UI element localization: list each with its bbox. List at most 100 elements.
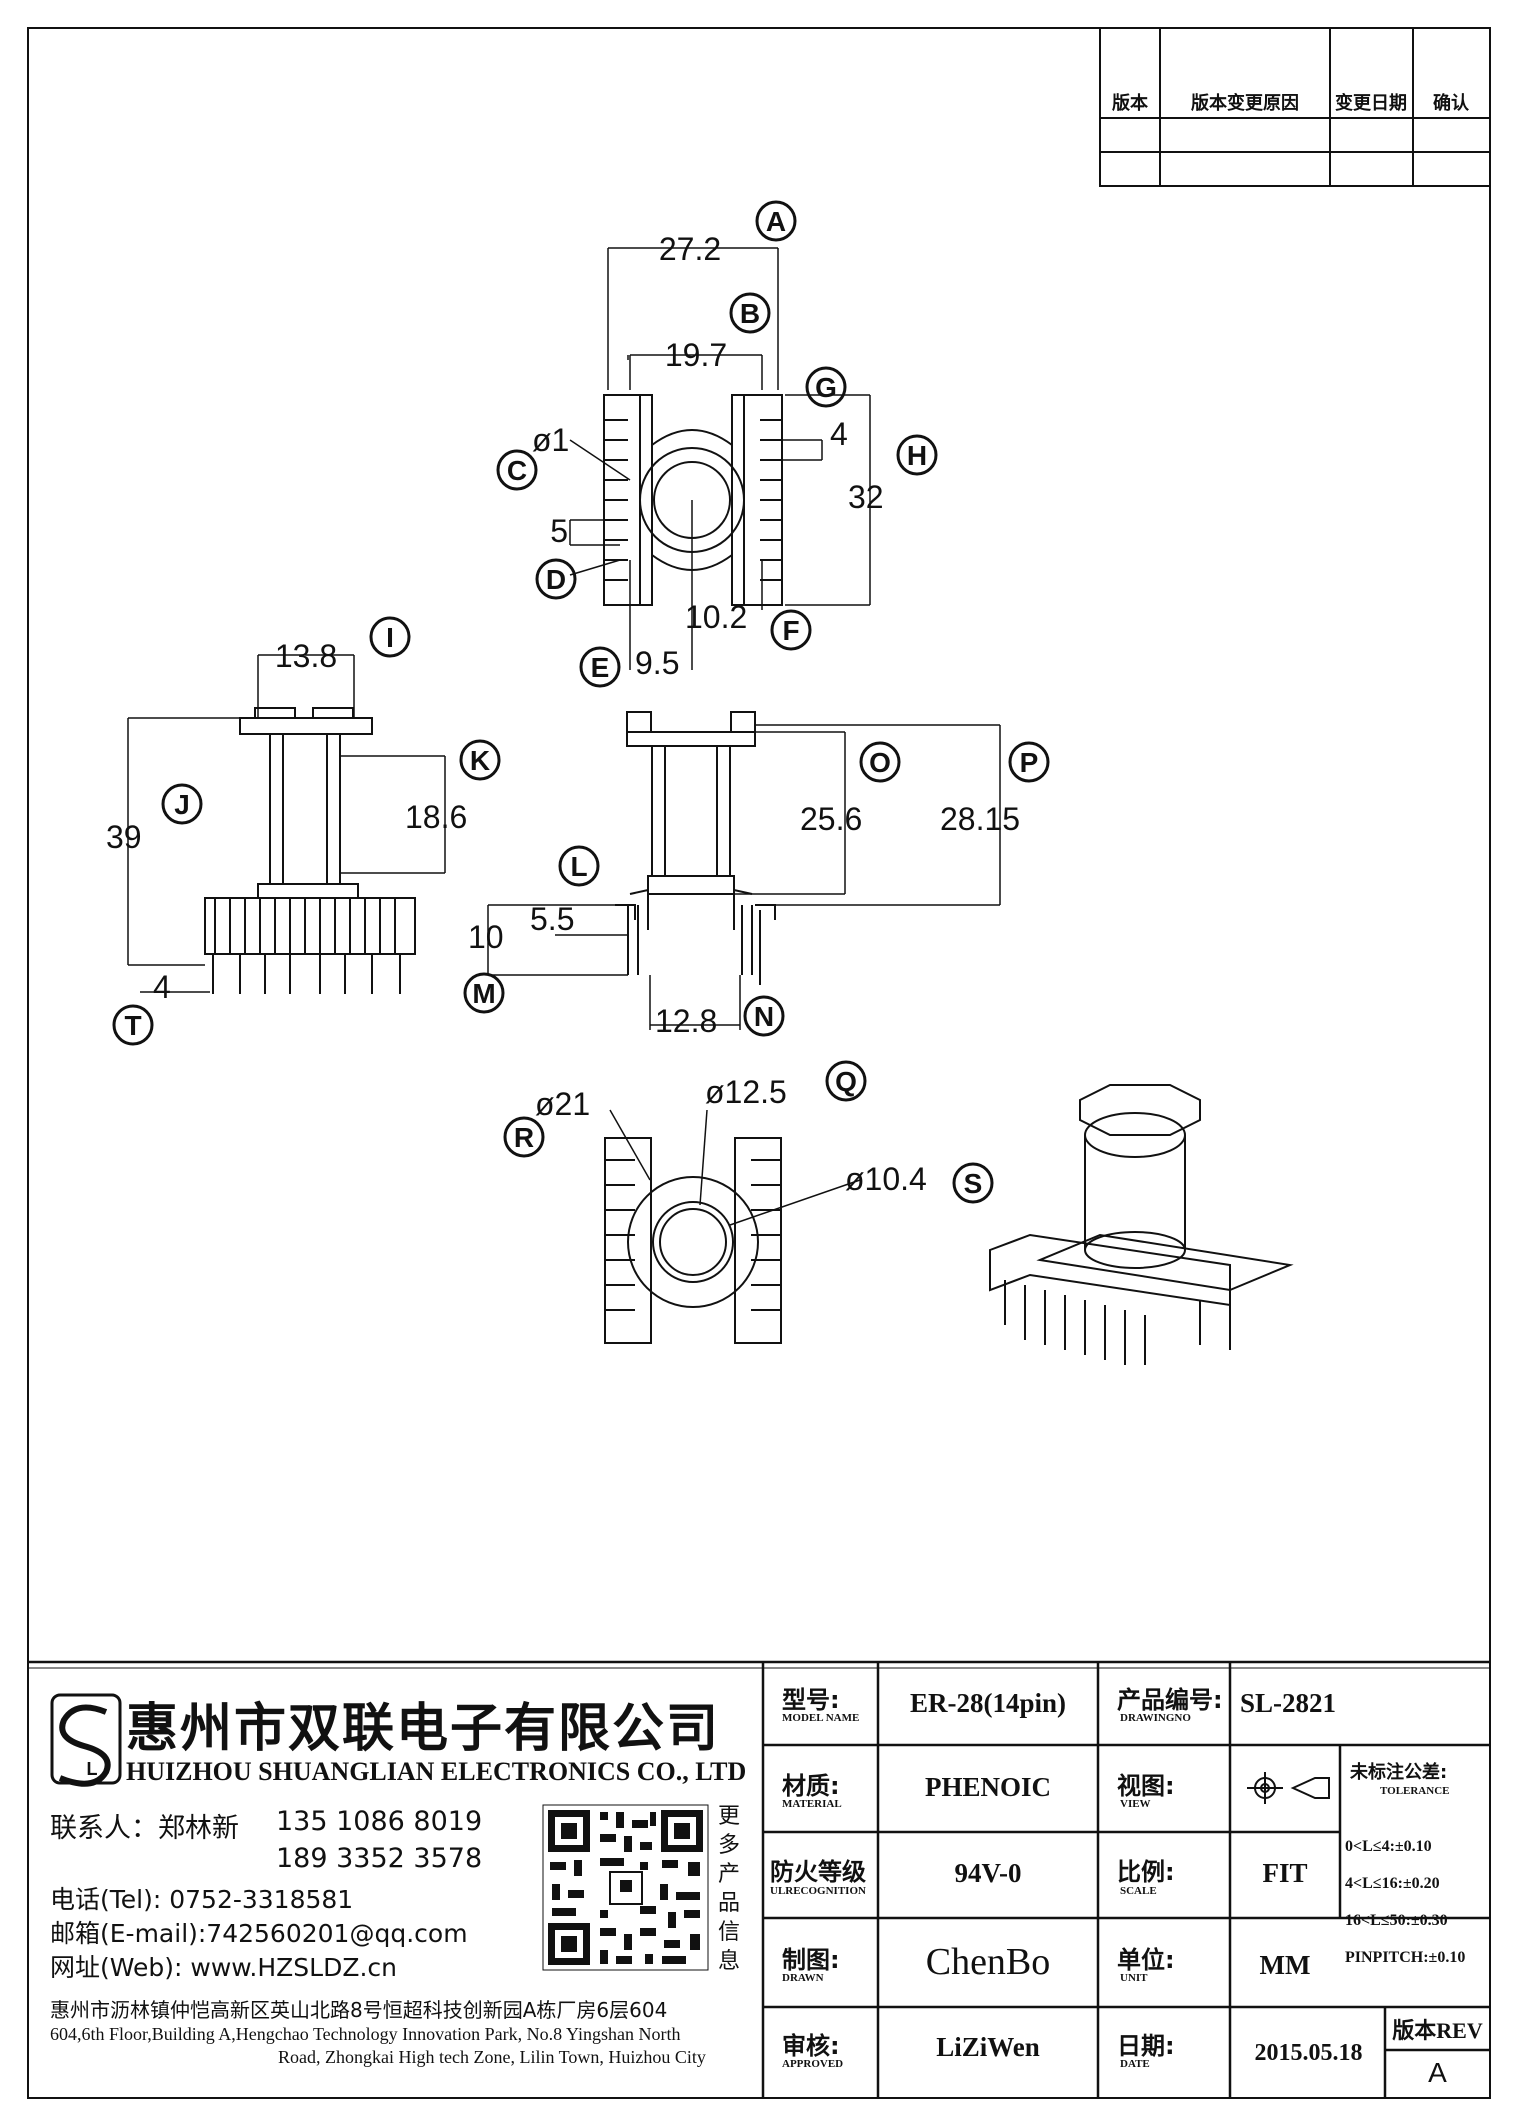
- callout-d: D: [535, 558, 577, 600]
- dim-18-6: 18.6: [405, 799, 467, 835]
- callout-i: I: [369, 616, 411, 658]
- svg-text:C: C: [507, 455, 527, 486]
- model-label-en: MODEL NAME: [782, 1712, 860, 1724]
- tolerance-label: 未标注公差:: [1350, 1762, 1448, 1783]
- rev-header-version: 版本: [1112, 92, 1148, 114]
- svg-text:F: F: [782, 615, 799, 646]
- callout-o: O: [859, 741, 901, 783]
- unit-label: 单位:: [1117, 1946, 1175, 1974]
- dim-19-7: 19.7: [665, 337, 727, 373]
- side-view: [487, 711, 1001, 1030]
- dim-28-15: 28.15: [940, 801, 1020, 837]
- callout-a: A: [755, 200, 797, 242]
- fire-value: 94V-0: [954, 1858, 1022, 1888]
- dim-12-8: 12.8: [655, 1003, 717, 1039]
- dim-9-5: 9.5: [635, 645, 679, 681]
- svg-text:D: D: [546, 564, 566, 595]
- approved-label-en: APPROVED: [782, 2058, 844, 2070]
- material-label-en: MATERIAL: [782, 1798, 842, 1810]
- contact-phone-1: 135 1086 8019: [276, 1806, 483, 1837]
- drawn-value: ChenBo: [925, 1941, 1051, 1983]
- unit-value: MM: [1259, 1950, 1311, 1980]
- sheet-border: [27, 27, 1491, 2099]
- svg-text:G: G: [815, 372, 837, 403]
- tolerance-2: 4<L≤16:±0.20: [1345, 1875, 1440, 1892]
- callout-b: B: [729, 292, 771, 334]
- dim-25-6: 25.6: [800, 801, 862, 837]
- drawn-label: 制图:: [782, 1946, 840, 1974]
- date-label: 日期:: [1117, 2032, 1175, 2060]
- drawing-no-label: 产品编号:: [1117, 1686, 1223, 1714]
- callout-f: F: [770, 609, 812, 651]
- svg-text:O: O: [869, 747, 891, 778]
- scale-label: 比例:: [1117, 1858, 1175, 1886]
- approved-label: 审核:: [782, 2032, 840, 2060]
- material-label: 材质:: [782, 1772, 840, 1800]
- callout-l: L: [558, 845, 600, 887]
- dim-32: 32: [848, 479, 884, 515]
- contact-tel: 电话(Tel): 0752-3318581: [50, 1885, 354, 1914]
- isometric-view: [989, 1084, 1294, 1365]
- svg-text:I: I: [386, 622, 394, 653]
- svg-text:K: K: [470, 745, 490, 776]
- dim-27-2: 27.2: [659, 231, 721, 267]
- unit-label-en: UNIT: [1120, 1972, 1148, 1984]
- tolerance-4: PINPITCH:±0.10: [1345, 1949, 1466, 1966]
- qr-caption: 更多产品信息: [718, 1804, 741, 1974]
- dim-4-bot: 4: [153, 969, 171, 1005]
- projection-symbol: [1247, 1772, 1330, 1804]
- callouts: A B C D E F G H I J K L M N O P Q R S T: [112, 200, 1050, 1204]
- callout-h: H: [896, 434, 938, 476]
- svg-text:A: A: [766, 206, 786, 237]
- svg-text:Q: Q: [835, 1066, 857, 1097]
- model-value: ER-28(14pin): [909, 1688, 1066, 1718]
- callout-m: M: [463, 972, 505, 1014]
- bottom-view: [604, 1109, 861, 1344]
- dim-phi-1: ø1: [532, 422, 569, 458]
- callout-k: K: [459, 739, 501, 781]
- svg-text:R: R: [514, 1122, 534, 1153]
- callout-n: N: [743, 995, 785, 1037]
- address-en-2: Road, Zhongkai High tech Zone, Lilin Tow…: [278, 2047, 706, 2067]
- contact-phone-2: 189 3352 3578: [276, 1843, 483, 1874]
- svg-text:H: H: [907, 440, 927, 471]
- rev-header-confirm: 确认: [1433, 92, 1470, 114]
- tolerance-label-en: TOLERANCE: [1380, 1785, 1450, 1797]
- front-view: [127, 654, 446, 994]
- revision-table: 版本 版本变更原因 变更日期 确认: [1099, 27, 1491, 187]
- rev-header-date: 变更日期: [1335, 92, 1407, 114]
- contact-web: 网址(Web): www.HZSLDZ.cn: [50, 1953, 398, 1982]
- svg-text:L: L: [570, 851, 587, 882]
- rev-value: A: [1428, 2057, 1447, 2088]
- svg-text:N: N: [754, 1001, 774, 1032]
- qr-code: [542, 1804, 709, 1971]
- dim-4-top: 4: [830, 416, 848, 452]
- dim-39: 39: [106, 819, 142, 855]
- view-label: 视图:: [1117, 1772, 1175, 1800]
- callout-q: Q: [825, 1060, 867, 1102]
- callout-s: S: [952, 1162, 994, 1204]
- fire-label-en: ULRECOGNITION: [770, 1885, 866, 1897]
- contact-email: 邮箱(E-mail):742560201@qq.com: [50, 1919, 468, 1948]
- svg-text:S: S: [964, 1168, 983, 1199]
- drawing-no-label-en: DRAWINGNO: [1120, 1712, 1191, 1724]
- callout-j: J: [161, 783, 203, 825]
- contact-person: 联系人：郑林新: [50, 1813, 239, 1844]
- dim-phi-21: ø21: [535, 1086, 590, 1122]
- svg-text:B: B: [740, 298, 760, 329]
- svg-text:P: P: [1020, 747, 1039, 778]
- rev-label: 版本REV: [1392, 2018, 1483, 2043]
- dim-phi-12-5: ø12.5: [705, 1074, 787, 1110]
- rev-header-reason: 版本变更原因: [1191, 92, 1299, 114]
- company-name-en: HUIZHOU SHUANGLIAN ELECTRONICS CO., LTD: [126, 1757, 747, 1786]
- dim-13-8: 13.8: [275, 638, 337, 674]
- callout-e: E: [579, 646, 621, 688]
- svg-text:E: E: [591, 652, 610, 683]
- drawn-label-en: DRAWN: [782, 1972, 824, 1984]
- callout-p: P: [1008, 741, 1050, 783]
- date-label-en: DATE: [1120, 2058, 1150, 2070]
- dim-10: 10: [468, 919, 504, 955]
- approved-value: LiZiWen: [936, 2032, 1040, 2062]
- svg-text:J: J: [174, 789, 190, 820]
